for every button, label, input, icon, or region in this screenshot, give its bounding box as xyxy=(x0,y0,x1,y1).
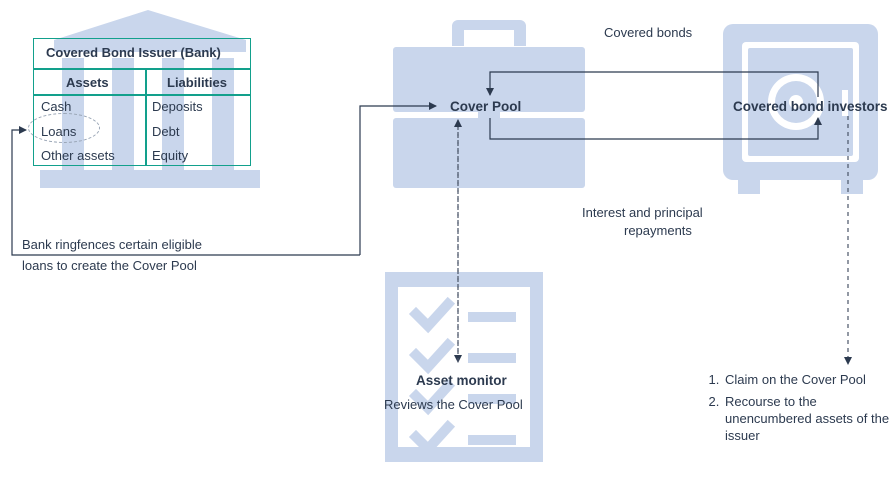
asset-cash: Cash xyxy=(41,99,72,114)
asset-monitor-description: Reviews the Cover Pool xyxy=(384,397,523,412)
interest-label-line1: Interest and principal xyxy=(582,205,703,220)
assets-header: Assets xyxy=(66,75,109,90)
briefcase-icon xyxy=(393,20,585,188)
asset-monitor-label: Asset monitor xyxy=(416,373,507,388)
recourse-item-text: Claim on the Cover Pool xyxy=(725,372,866,387)
liabilities-header: Liabilities xyxy=(167,75,227,90)
loans-highlight-ring xyxy=(28,113,100,143)
safe-icon xyxy=(723,24,878,194)
liability-debt: Debt xyxy=(152,124,180,139)
recourse-item-unencumbered: Recourse to the unencumbered assets of t… xyxy=(723,393,890,444)
asset-other: Other assets xyxy=(41,148,115,163)
bond-flow-arrows xyxy=(486,71,822,140)
checklist-icon xyxy=(385,272,543,462)
recourse-list: Claim on the Cover Pool Recourse to the … xyxy=(695,371,890,449)
interest-label-line2: repayments xyxy=(624,223,692,238)
ringfence-note-line1: Bank ringfences certain eligible xyxy=(22,237,202,252)
investors-label: Covered bond investors xyxy=(733,99,888,114)
ringfence-note-line2: loans to create the Cover Pool xyxy=(22,258,197,273)
cover-pool-label: Cover Pool xyxy=(450,99,522,114)
issuer-table-title: Covered Bond Issuer (Bank) xyxy=(46,45,221,60)
liability-equity: Equity xyxy=(152,148,189,163)
liability-deposits: Deposits xyxy=(152,99,203,114)
recourse-item-text: Recourse to the unencumbered assets of t… xyxy=(725,394,890,443)
covered-bonds-label: Covered bonds xyxy=(604,25,693,40)
recourse-item-claim: Claim on the Cover Pool xyxy=(723,371,890,388)
ringfence-arrows xyxy=(11,102,437,256)
